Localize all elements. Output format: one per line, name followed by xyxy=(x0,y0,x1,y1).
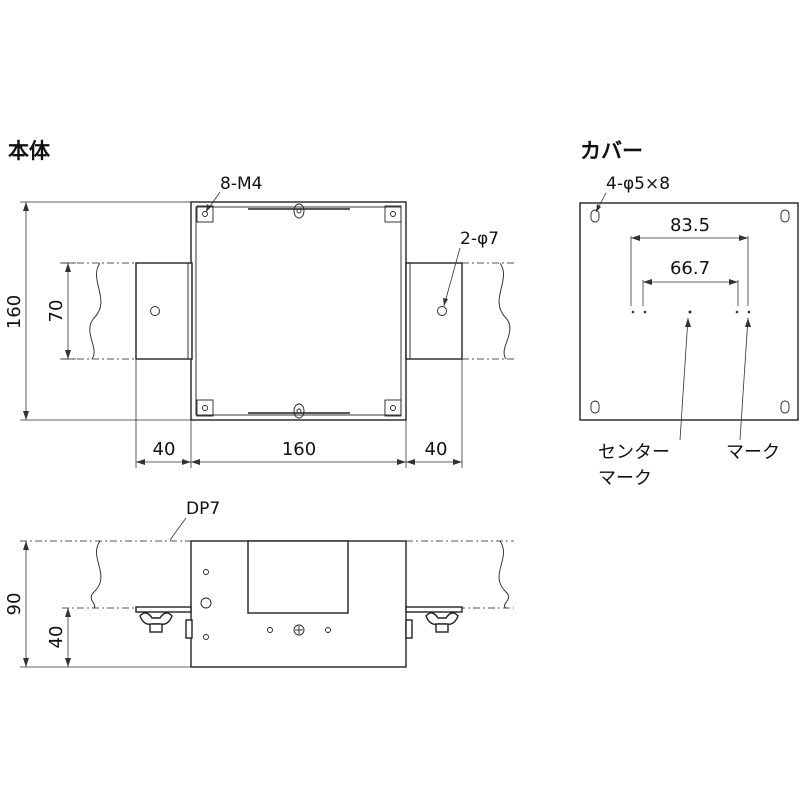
screw-left xyxy=(267,627,273,633)
opening-window xyxy=(247,540,349,614)
left-ext-dim-label: 40 xyxy=(153,439,176,460)
center-mark-label-2: マーク xyxy=(598,468,652,489)
top-view: 8-M4 2-φ7 160 70 xyxy=(4,174,514,468)
inner-mark-dimension: 66.7 xyxy=(642,258,739,306)
corner-screw-bl xyxy=(196,399,214,417)
width-dimensions: 40 160 40 xyxy=(135,359,463,468)
box-inner-outline xyxy=(195,206,402,416)
mark-dot-4 xyxy=(747,310,751,314)
center-mark-label-1: センター xyxy=(598,442,670,463)
main-body-title: 本体 xyxy=(8,139,51,163)
box-body-top xyxy=(190,201,407,421)
outer-dim-label: 83.5 xyxy=(670,215,710,236)
outer-mark-dimension: 83.5 xyxy=(630,215,749,306)
mark-dot-3 xyxy=(735,310,739,314)
screw-label: 8-M4 xyxy=(220,174,262,194)
pipe-outline-left xyxy=(62,262,136,360)
slot-tr xyxy=(780,209,790,223)
wing-nut-left xyxy=(139,612,193,639)
mark-label: マーク xyxy=(726,442,780,463)
pipe-break-right xyxy=(498,540,509,609)
slot-bl xyxy=(590,400,600,414)
right-ext-dim-label: 40 xyxy=(425,439,448,460)
pipe-outline-right xyxy=(462,262,514,360)
center-mark-dot xyxy=(688,310,692,314)
side-small-hole-1 xyxy=(203,569,209,575)
corner-screw-br xyxy=(384,399,402,417)
inner-height-dimension: 70 xyxy=(46,262,76,360)
height-dim-label: 160 xyxy=(4,295,25,329)
right-bracket-hole xyxy=(437,306,447,316)
pipe-break-left xyxy=(90,540,102,609)
slot-tl xyxy=(590,209,600,223)
width-dim-label: 160 xyxy=(282,439,316,460)
center-screw-bottom xyxy=(293,403,305,419)
mark-dot-2 xyxy=(643,310,647,314)
wing-nut-right xyxy=(405,612,459,639)
right-bracket xyxy=(405,262,463,360)
side-height-dimension: 90 xyxy=(4,541,191,668)
slot-label: 4-φ5×8 xyxy=(606,174,670,194)
slot-br xyxy=(780,400,790,414)
center-screw-top xyxy=(293,203,305,219)
left-flange xyxy=(135,606,192,613)
mark-dot-1 xyxy=(631,310,635,314)
hole-label: 2-φ7 xyxy=(460,229,499,249)
right-flange xyxy=(405,606,463,613)
side-height-dim-label: 90 xyxy=(4,593,25,616)
corner-screw-tr xyxy=(384,205,402,223)
side-small-hole-2 xyxy=(203,634,209,640)
screw-right xyxy=(325,627,331,633)
side-lower-dimension: 40 xyxy=(46,608,71,667)
inner-dim-label: 66.7 xyxy=(670,258,710,279)
pipe-label: DP7 xyxy=(186,499,220,519)
corner-screw-tl xyxy=(196,205,214,223)
cover-title: カバー xyxy=(580,139,643,163)
side-large-hole xyxy=(200,597,212,609)
inner-height-dim-label: 70 xyxy=(46,300,67,323)
side-lower-dim-label: 40 xyxy=(46,626,67,649)
side-view: DP7 xyxy=(4,499,514,668)
left-bracket-hole xyxy=(150,306,160,316)
left-bracket xyxy=(135,262,193,360)
center-screw-side xyxy=(293,624,305,636)
cover-view: カバー 4-φ5×8 83.5 66.7 xyxy=(579,139,799,489)
height-dimension: 160 xyxy=(4,201,191,421)
